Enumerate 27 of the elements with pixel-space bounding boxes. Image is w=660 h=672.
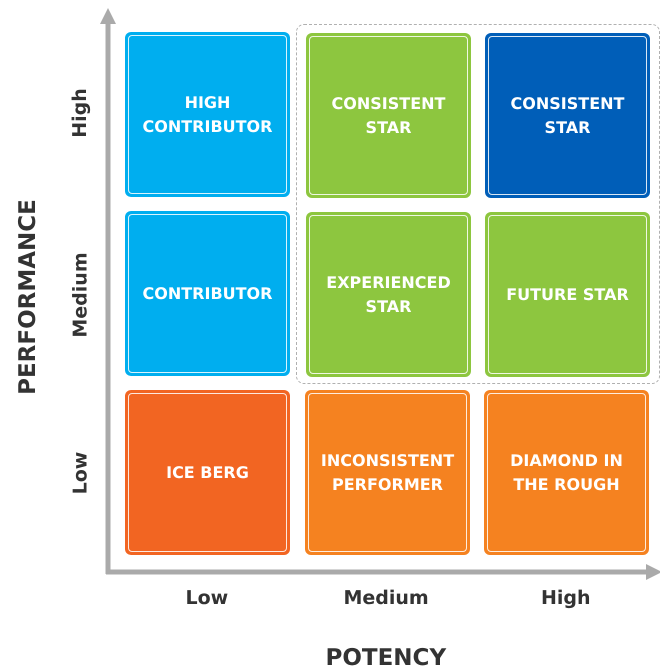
x-tick-label: Low — [186, 587, 228, 609]
box-label: DIAMOND IN THE ROUGH — [509, 450, 624, 496]
grid-box — [306, 212, 471, 377]
box-label: INCONSISTENT PERFORMER — [320, 450, 456, 496]
box-label: CONSISTENT STAR — [510, 92, 626, 138]
box-label: CONSISTENT STAR — [330, 92, 446, 138]
grid-box — [125, 32, 290, 197]
grid-box — [125, 390, 290, 555]
x-axis-title: POTENCY — [326, 645, 446, 671]
y-tick-label: High — [68, 88, 91, 138]
grid-box — [306, 33, 471, 198]
box-label: FUTURE STAR — [506, 284, 629, 306]
grid-box — [485, 212, 650, 377]
grid-box — [305, 390, 470, 555]
grid-box — [125, 211, 290, 376]
x-tick-label: Medium — [344, 587, 429, 609]
grid-box — [484, 390, 649, 555]
y-tick-label: Medium — [69, 252, 92, 338]
box-label: ICE BERG — [166, 462, 249, 484]
y-axis-title: PERFORMANCE — [14, 199, 41, 395]
y-tick-label: Low — [68, 452, 91, 494]
x-tick-label: High — [541, 587, 591, 609]
box-label: EXPERIENCED STAR — [325, 272, 452, 318]
dashed-group-outline — [296, 24, 660, 384]
box-label: HIGH CONTRIBUTOR — [142, 92, 274, 138]
grid-box — [485, 33, 650, 198]
box-label: CONTRIBUTOR — [142, 282, 272, 304]
